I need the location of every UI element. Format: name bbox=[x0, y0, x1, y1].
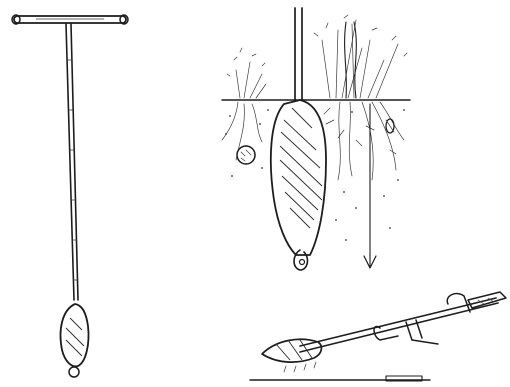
mole-bullet bbox=[61, 304, 89, 377]
vegetation bbox=[227, 15, 407, 98]
larva bbox=[386, 119, 394, 133]
cross-section-through-soil bbox=[222, 8, 410, 270]
tunnel bbox=[271, 100, 326, 270]
shaft bbox=[66, 24, 78, 300]
t-handle bbox=[12, 15, 128, 24]
rod bbox=[295, 8, 302, 100]
roots bbox=[222, 102, 404, 180]
depth-arrow bbox=[364, 104, 376, 268]
bullet-2 bbox=[262, 339, 321, 372]
soil-speckles bbox=[225, 109, 405, 241]
soil-clod bbox=[237, 146, 255, 164]
mole-plough-in-use bbox=[250, 292, 506, 381]
clamps bbox=[374, 294, 470, 344]
standing-mole-plough bbox=[12, 15, 128, 377]
